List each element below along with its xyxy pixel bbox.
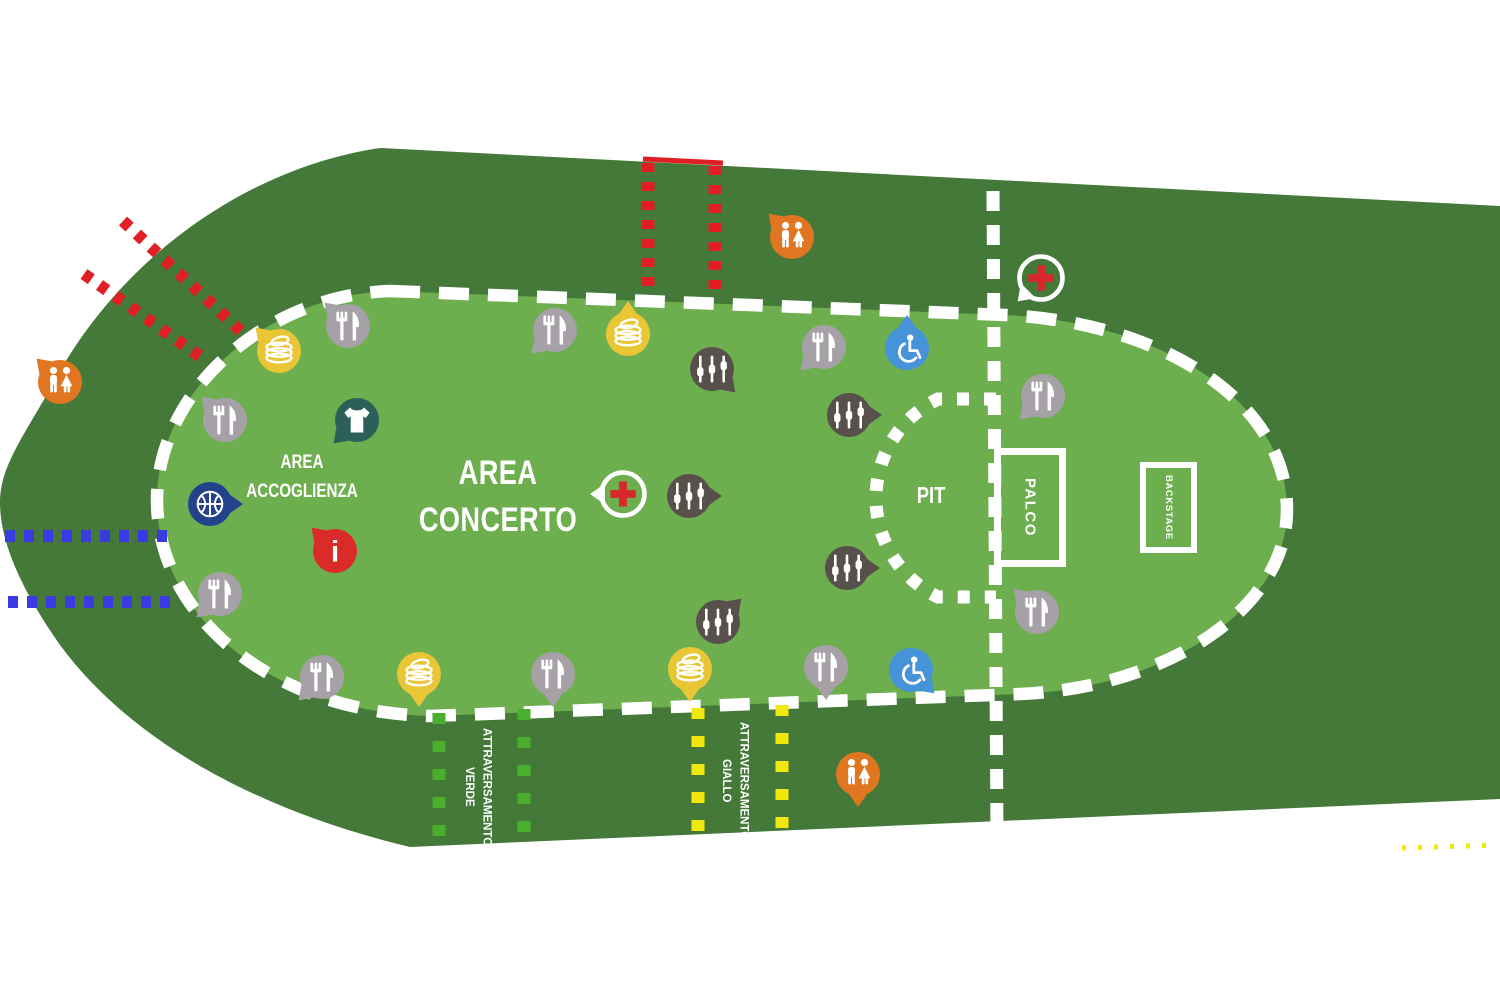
pit-label: PIT: [916, 482, 946, 508]
red-route-line: [118, 216, 252, 342]
food-icon: [521, 296, 589, 364]
first-aid-icon: [1007, 244, 1075, 312]
food-icon: [288, 643, 356, 711]
coins-icon: [594, 300, 662, 368]
tshirt-icon: [323, 386, 391, 454]
coins-icon: [245, 317, 313, 385]
palco-label: PALCO: [1021, 478, 1039, 537]
food-icon: [792, 633, 860, 701]
wc-icon: [26, 348, 94, 416]
mixer-icon: [655, 462, 723, 530]
concert-area: [150, 284, 1294, 723]
mixer-icon: [678, 335, 746, 403]
yellow-crossing-line: [1401, 842, 1499, 851]
backstage-box: BACKSTAGE: [1140, 462, 1197, 553]
palco-stage-box: PALCO: [994, 448, 1066, 567]
wc-icon: [824, 740, 892, 808]
food-icon: [790, 313, 858, 381]
food-icon: [186, 560, 254, 628]
svg-text:i: i: [331, 536, 339, 569]
basketball-icon: [176, 470, 244, 538]
pit-boundary: [869, 392, 996, 604]
area-concerto-label: AREA CONCERTO: [348, 450, 648, 544]
wc-icon: [758, 203, 826, 271]
area-concerto-line2: CONCERTO: [418, 501, 578, 539]
food-icon: [1009, 362, 1077, 430]
area-accoglienza-line2: ACCOGLIENZA: [246, 481, 358, 502]
coins-icon: [656, 635, 724, 703]
mixer-icon: [813, 534, 881, 602]
area-concerto-line1: AREA: [458, 454, 538, 492]
attraversamento-verde-label: ATTRAVERSAMENTO VERDE: [462, 727, 493, 847]
first-aid-icon: [589, 460, 657, 528]
food-icon: [1003, 578, 1071, 646]
area-accoglienza-line1: AREA: [280, 452, 324, 473]
food-icon: [191, 386, 259, 454]
mixer-icon: [815, 381, 883, 449]
food-icon: [314, 292, 382, 360]
attraversamento-giallo-label: ATTRAVERSAMENTO GIALLO: [719, 721, 750, 841]
mixer-icon: [684, 588, 752, 656]
backstage-label: BACKSTAGE: [1163, 475, 1174, 540]
red-route-line: [80, 269, 209, 365]
coins-icon: [385, 640, 453, 708]
red-route-edge: [642, 156, 724, 166]
wheelchair-icon: [873, 314, 941, 382]
info-icon: i: [301, 517, 369, 585]
area-accoglienza-label: AREA ACCOGLIENZA: [192, 448, 412, 506]
food-icon: [519, 640, 587, 708]
wheelchair-icon: [877, 636, 945, 704]
